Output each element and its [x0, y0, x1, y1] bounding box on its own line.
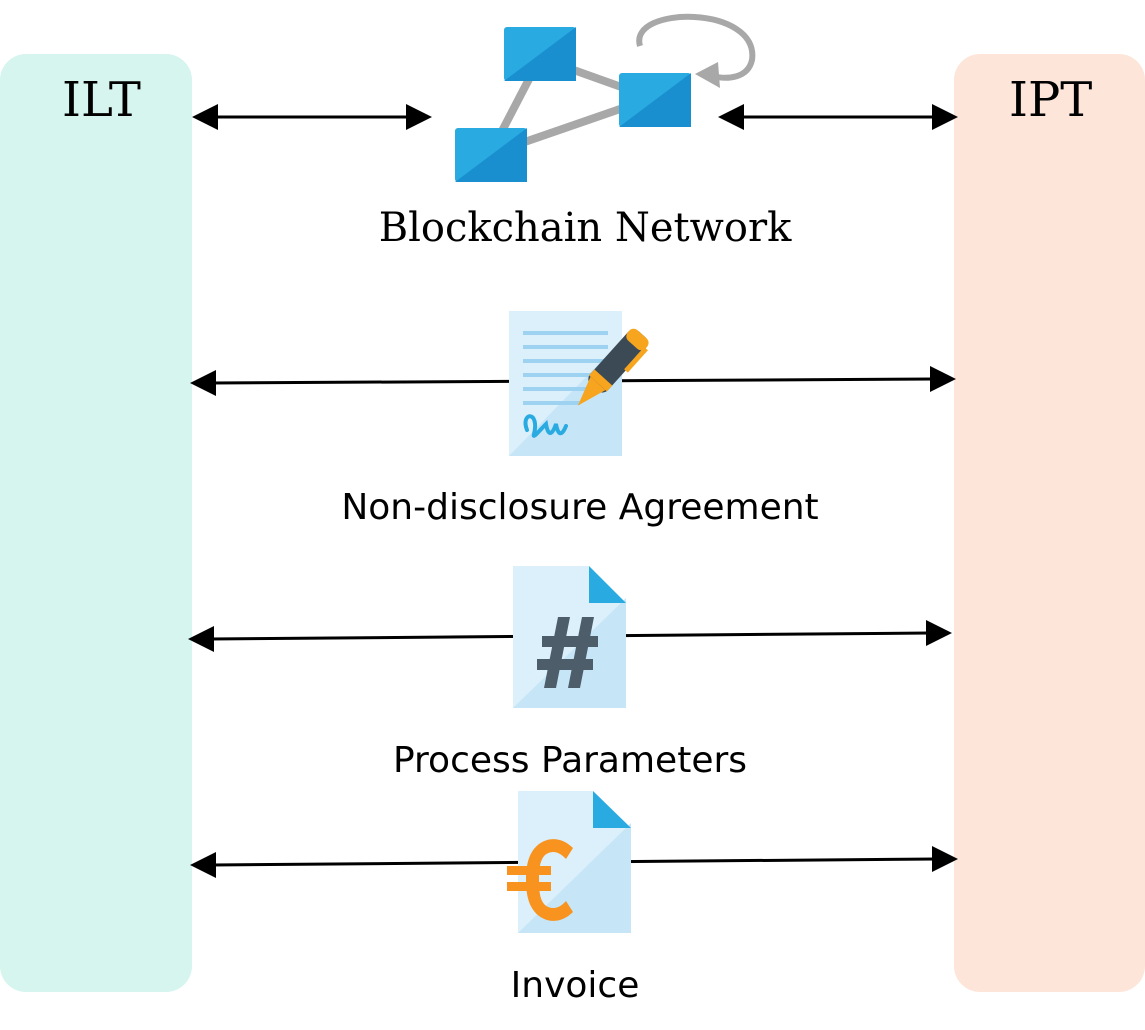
blockchain-network-icon	[455, 13, 756, 182]
euro-document-icon	[507, 791, 631, 933]
signed-contract-icon	[509, 311, 649, 456]
ilt-party-column	[0, 54, 192, 992]
ipt-label: IPT	[1009, 72, 1093, 128]
ipt-party-column	[954, 54, 1145, 992]
arrow-ilt-blockchain	[192, 104, 432, 130]
hash-document-icon	[513, 566, 626, 708]
arrow-blockchain-ipt	[718, 104, 958, 130]
ilt-label: ILT	[62, 72, 141, 128]
